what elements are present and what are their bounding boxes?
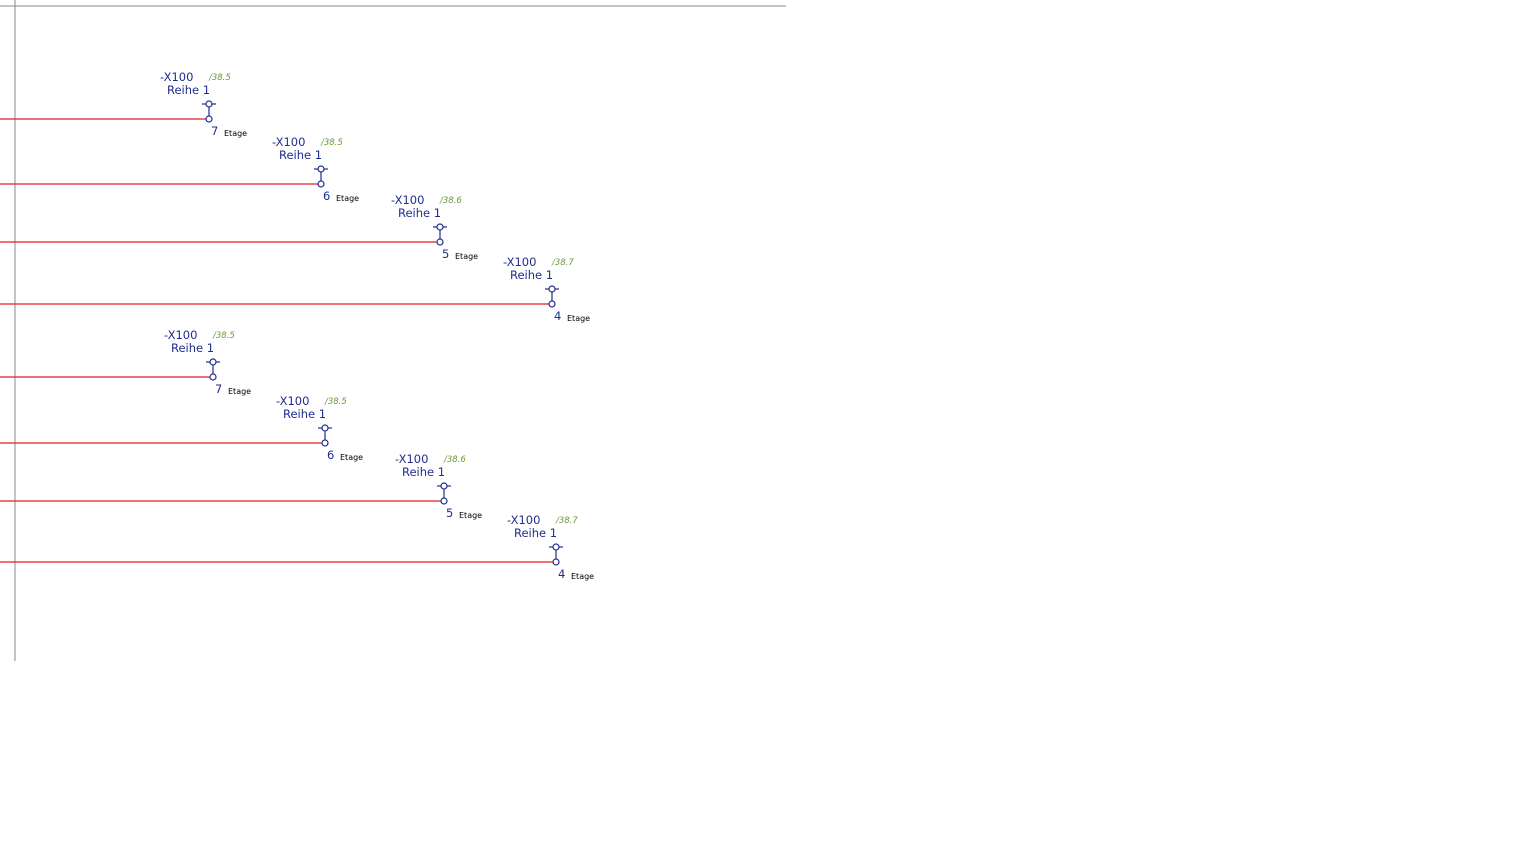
- terminal-circle-top: [205, 100, 213, 108]
- terminal-circle-bottom: [440, 497, 448, 505]
- device-tag: -X100: [391, 193, 424, 207]
- terminal-strip-row: Reihe 1: [171, 341, 214, 355]
- terminal-level: Etage: [224, 129, 247, 138]
- terminal-level: Etage: [567, 314, 590, 323]
- terminal-strip-row: Reihe 1: [402, 465, 445, 479]
- terminal-symbol[interactable]: [437, 482, 451, 505]
- terminal-circle-bottom: [552, 558, 560, 566]
- terminal-strip-row: Reihe 1: [283, 407, 326, 421]
- terminal-level: Etage: [455, 252, 478, 261]
- cross-reference: /38.6: [443, 455, 466, 465]
- device-tag: -X100: [276, 394, 309, 408]
- cross-reference: /38.5: [208, 73, 231, 83]
- device-tag: -X100: [164, 328, 197, 342]
- terminal-symbol[interactable]: [549, 543, 563, 566]
- terminal-circle-bottom: [317, 180, 325, 188]
- device-tag: -X100: [503, 255, 536, 269]
- terminal-circle-top: [317, 165, 325, 173]
- terminal-level: Etage: [228, 387, 251, 396]
- terminal-symbol[interactable]: [202, 100, 216, 123]
- terminal-number: 4: [554, 309, 561, 323]
- terminal-strip-row: Reihe 1: [514, 526, 557, 540]
- terminal-number: 5: [446, 506, 453, 520]
- terminal-symbol[interactable]: [314, 165, 328, 188]
- terminal-level: Etage: [459, 511, 482, 520]
- cross-reference: /38.6: [439, 196, 462, 206]
- terminal-circle-top: [440, 482, 448, 490]
- device-tag: -X100: [507, 513, 540, 527]
- terminal-circle-top: [321, 424, 329, 432]
- terminal-level: Etage: [571, 572, 594, 581]
- terminal-circle-bottom: [209, 373, 217, 381]
- terminal-symbol[interactable]: [318, 424, 332, 447]
- terminal-circle-bottom: [321, 439, 329, 447]
- terminal-symbol[interactable]: [206, 358, 220, 381]
- terminal-level: Etage: [336, 194, 359, 203]
- terminal-strip-row: Reihe 1: [398, 206, 441, 220]
- terminal-number: 6: [327, 448, 334, 462]
- terminal-number: 4: [558, 567, 565, 581]
- terminal-circle-bottom: [548, 300, 556, 308]
- cross-reference: /38.7: [551, 258, 574, 268]
- cross-reference: /38.5: [212, 331, 235, 341]
- terminal-circle-top: [436, 223, 444, 231]
- device-tag: -X100: [160, 70, 193, 84]
- terminal-symbol[interactable]: [545, 285, 559, 308]
- terminal-number: 5: [442, 247, 449, 261]
- terminal-strip-row: Reihe 1: [279, 148, 322, 162]
- terminal-circle-top: [209, 358, 217, 366]
- terminal-number: 7: [211, 124, 218, 138]
- terminal-level: Etage: [340, 453, 363, 462]
- terminal-strip-row: Reihe 1: [167, 83, 210, 97]
- cross-reference: /38.5: [320, 138, 343, 148]
- terminal-circle-bottom: [205, 115, 213, 123]
- cross-reference: /38.5: [324, 397, 347, 407]
- device-tag: -X100: [395, 452, 428, 466]
- terminal-circle-bottom: [436, 238, 444, 246]
- terminal-symbol[interactable]: [433, 223, 447, 246]
- terminal-circle-top: [548, 285, 556, 293]
- terminal-strip-row: Reihe 1: [510, 268, 553, 282]
- terminal-circle-top: [552, 543, 560, 551]
- terminal-number: 7: [215, 382, 222, 396]
- terminal-number: 6: [323, 189, 330, 203]
- cross-reference: /38.7: [555, 516, 578, 526]
- device-tag: -X100: [272, 135, 305, 149]
